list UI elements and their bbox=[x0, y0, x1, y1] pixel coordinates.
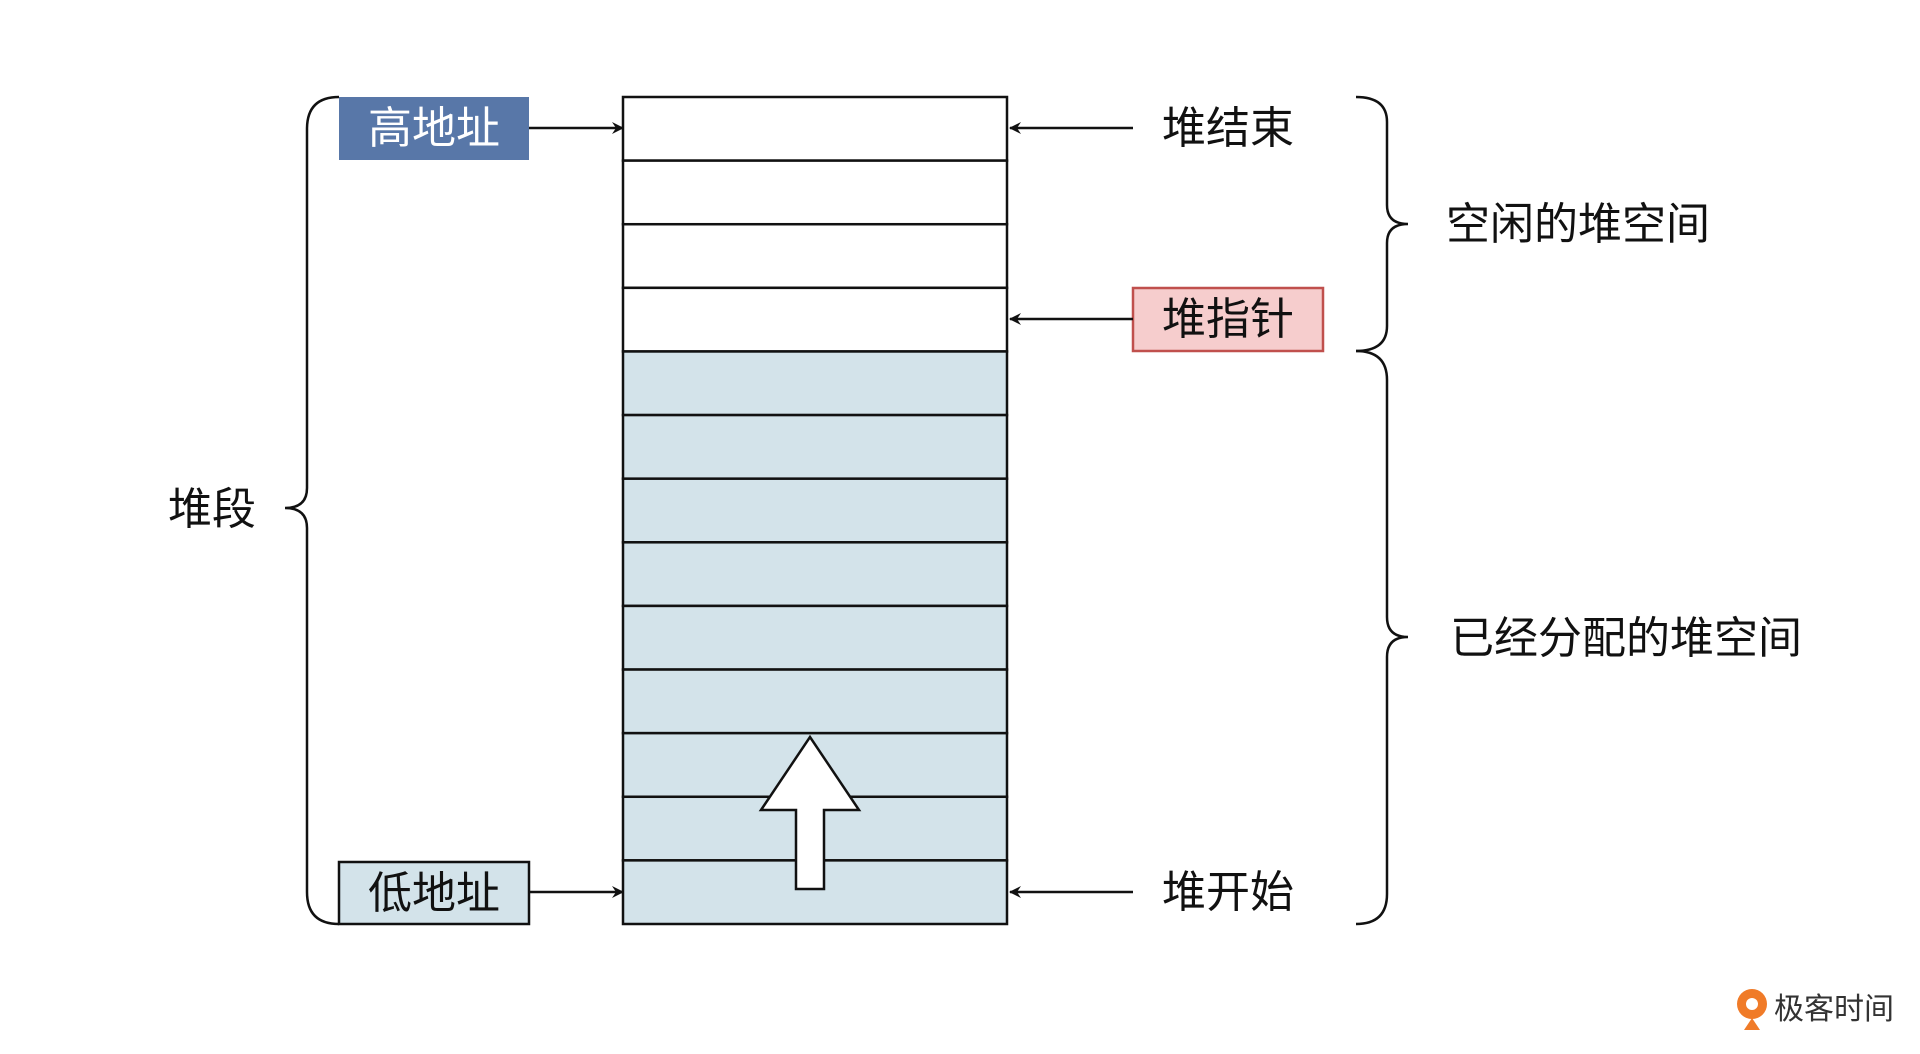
free-heap-block bbox=[621, 286, 1009, 353]
free-heap-space-label: 空闲的堆空间 bbox=[1446, 199, 1710, 250]
heap-segment-brace bbox=[284, 95, 340, 926]
growth-direction-arrow bbox=[758, 734, 862, 891]
heap-start-label: 堆开始 bbox=[1162, 867, 1294, 918]
heap-pointer-label: 堆指针 bbox=[1162, 294, 1294, 345]
heap-end-label: 堆结束 bbox=[1162, 103, 1294, 154]
low-address-label: 低地址 bbox=[368, 868, 500, 919]
free-heap-block bbox=[621, 222, 1009, 290]
heap-pointer-box bbox=[1131, 286, 1325, 353]
allocated-heap-space-label: 已经分配的堆空间 bbox=[1450, 613, 1802, 664]
allocated-heap-block bbox=[621, 350, 1009, 417]
allocated-heap-space-brace bbox=[1355, 349, 1409, 926]
allocated-heap-block bbox=[621, 541, 1009, 608]
allocated-heap-block bbox=[621, 413, 1009, 480]
allocated-heap-block bbox=[621, 668, 1009, 735]
free-heap-block bbox=[621, 159, 1009, 226]
allocated-heap-block bbox=[621, 477, 1009, 544]
geektime-logo-icon bbox=[1737, 989, 1767, 1030]
watermark-text: 极客时间 bbox=[1774, 992, 1894, 1027]
free-heap-block bbox=[621, 95, 1009, 162]
heap-segment-label: 堆段 bbox=[168, 484, 256, 535]
watermark: 极客时间 bbox=[1737, 989, 1894, 1030]
high-address-box bbox=[339, 97, 529, 160]
free-heap-space-brace bbox=[1355, 95, 1409, 353]
high-address-label: 高地址 bbox=[368, 103, 500, 154]
allocated-heap-block bbox=[621, 859, 1009, 926]
allocated-heap-block bbox=[621, 604, 1009, 671]
low-address-box bbox=[337, 860, 531, 926]
